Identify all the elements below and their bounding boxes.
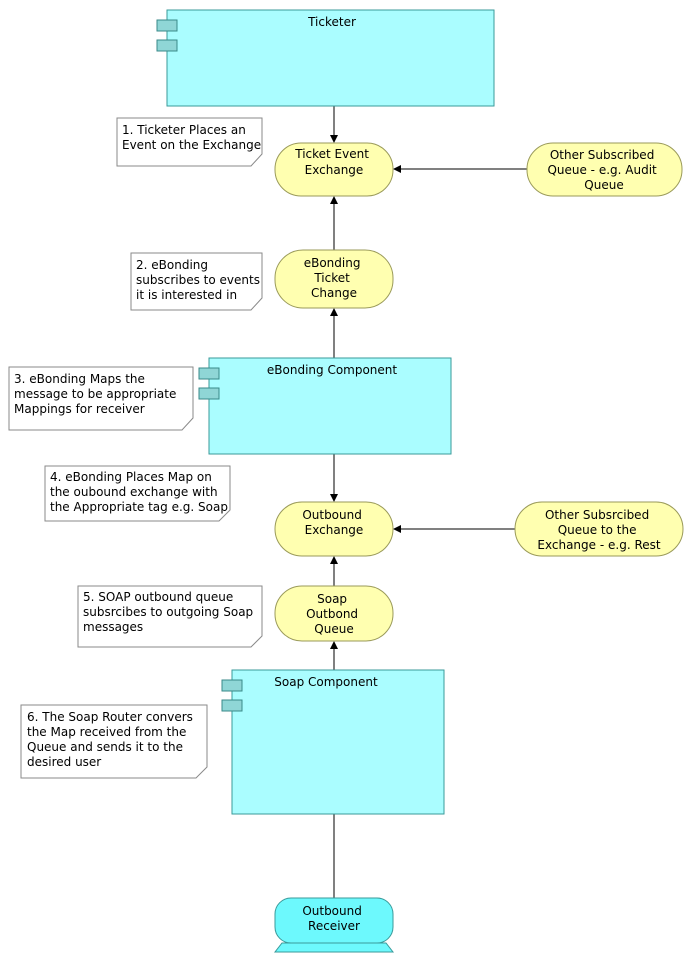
note-line: subsrcibes to outgoing Soap [83, 605, 253, 619]
svg-text:2. eBonding subscribes t: 2. eBonding subscribes to events it is i… [136, 258, 264, 302]
note-line: subscribes to events [136, 273, 260, 287]
note-1: 1. Ticketer Places an Event on the Excha… [116, 117, 263, 167]
queue-other-subscribed-rest: Other Subsrcibed Queue to the Exchange -… [514, 501, 684, 557]
svg-text:Other Subscribed Queue -: Other Subscribed Queue - e.g. Audit Queu… [547, 148, 660, 192]
svg-text:eBonding Ticket Ch: eBonding Ticket Change [304, 256, 365, 300]
edges [330, 106, 527, 898]
port-icon [221, 679, 243, 692]
note-2: 2. eBonding subscribes to events it is i… [130, 252, 264, 311]
arrowhead [393, 525, 401, 533]
component-ticketer: Ticketer [156, 9, 495, 107]
queue-soap-outbond: Soap Outbond Queue [274, 585, 394, 642]
note-line: Queue and sends it to the [27, 740, 183, 754]
port-icon [221, 699, 243, 712]
note-line: the oubound exchange with [50, 485, 218, 499]
arrowhead [393, 165, 401, 173]
component-ticketer-label: Ticketer [307, 15, 356, 29]
queue-label-line: Outbond [306, 607, 358, 621]
port-icon [198, 387, 220, 400]
svg-text:6. The Soap Router convers: 6. The Soap Router convers the Map recei… [27, 710, 197, 769]
svg-text:Soap Outbond Queue: Soap Outbond Queue [306, 592, 362, 636]
queue-outbound-exchange: Outbound Exchange [274, 501, 394, 557]
component-soap: Soap Component [221, 669, 445, 815]
port-icon [156, 39, 178, 52]
arrowhead [330, 308, 338, 316]
queue-label-line: Queue [314, 622, 353, 636]
queue-label-line: Exchange [305, 163, 364, 177]
queue-label-line: Ticket [313, 271, 350, 285]
note-line: the Appropriate tag e.g. Soap [50, 500, 228, 514]
queue-other-subscribed-audit: Other Subscribed Queue - e.g. Audit Queu… [526, 142, 683, 197]
receiver-label-line: Outbound [302, 904, 362, 918]
queue-label-line: Other Subscribed [550, 148, 654, 162]
svg-text:Other Subsrcibed Queue t: Other Subsrcibed Queue to the Exchange -… [537, 508, 660, 552]
port-icon [156, 19, 178, 32]
svg-text:Outbound Exchange: Outbound Exchange [302, 508, 365, 537]
arrowhead [330, 494, 338, 502]
port-icon [198, 367, 220, 380]
svg-text:3. eBonding Maps the mes: 3. eBonding Maps the message to be appro… [14, 372, 180, 416]
queue-label-line: eBonding [304, 256, 361, 270]
note-line: the Map received from the [27, 725, 186, 739]
queue-ticket-event-exchange: Ticket Event Exchange [274, 142, 394, 197]
note-4: 4. eBonding Places Map on the oubound ex… [44, 465, 231, 522]
queue-label-line: Soap [317, 592, 347, 606]
svg-text:4. eBonding Places Map on: 4. eBonding Places Map on the oubound ex… [50, 470, 228, 514]
arrowhead [330, 556, 338, 564]
svg-text:5. SOAP outbound queue s: 5. SOAP outbound queue subsrcibes to out… [83, 590, 257, 634]
note-line: 6. The Soap Router convers [27, 710, 193, 724]
note-line: 1. Ticketer Places an [122, 123, 246, 137]
note-line: 4. eBonding Places Map on [50, 470, 212, 484]
svg-text:Ticket Event Exchange: Ticket Event Exchange [294, 147, 373, 177]
note-line: 3. eBonding Maps the [14, 372, 145, 386]
note-5: 5. SOAP outbound queue subsrcibes to out… [77, 585, 263, 648]
queue-label-line: Exchange [305, 523, 364, 537]
queue-label-line: Queue to the [558, 523, 637, 537]
arrowhead [330, 196, 338, 204]
queue-label-line: Outbound [302, 508, 362, 522]
arrowhead [330, 135, 338, 143]
queue-label-line: Change [311, 286, 357, 300]
queue-ebonding-ticket-change: eBonding Ticket Change [274, 249, 394, 309]
note-line: messages [83, 620, 143, 634]
note-line: 2. eBonding [136, 258, 208, 272]
note-line: it is interested in [136, 288, 237, 302]
queue-label-line: Ticket Event [294, 147, 369, 161]
note-line: Event on the Exchange [122, 138, 261, 152]
component-ebonding-label: eBonding Component [267, 363, 398, 377]
queue-label-line: Exchange - e.g. Rest [537, 538, 660, 552]
note-line: desired user [27, 755, 101, 769]
svg-text:Outbound Receiver: Outbound Receiver [302, 904, 365, 933]
receiver-label-line: Receiver [308, 919, 360, 933]
queue-label-line: Other Subsrcibed [545, 508, 649, 522]
note-6: 6. The Soap Router convers the Map recei… [20, 704, 208, 779]
note-line: 5. SOAP outbound queue [83, 590, 233, 604]
outbound-receiver: Outbound Receiver [273, 897, 395, 953]
note-3: 3. eBonding Maps the message to be appro… [8, 366, 194, 431]
queue-label-line: Queue [584, 178, 623, 192]
note-line: Mappings for receiver [14, 402, 145, 416]
component-soap-label: Soap Component [274, 675, 378, 689]
svg-text:1. Ticketer Places an Ev: 1. Ticketer Places an Event on the Excha… [122, 123, 261, 152]
queue-label-line: Queue - e.g. Audit [547, 163, 657, 177]
component-ebonding: eBonding Component [198, 357, 452, 455]
note-line: message to be appropriate [14, 387, 176, 401]
receiver-base [273, 942, 395, 953]
arrowhead [330, 641, 338, 649]
